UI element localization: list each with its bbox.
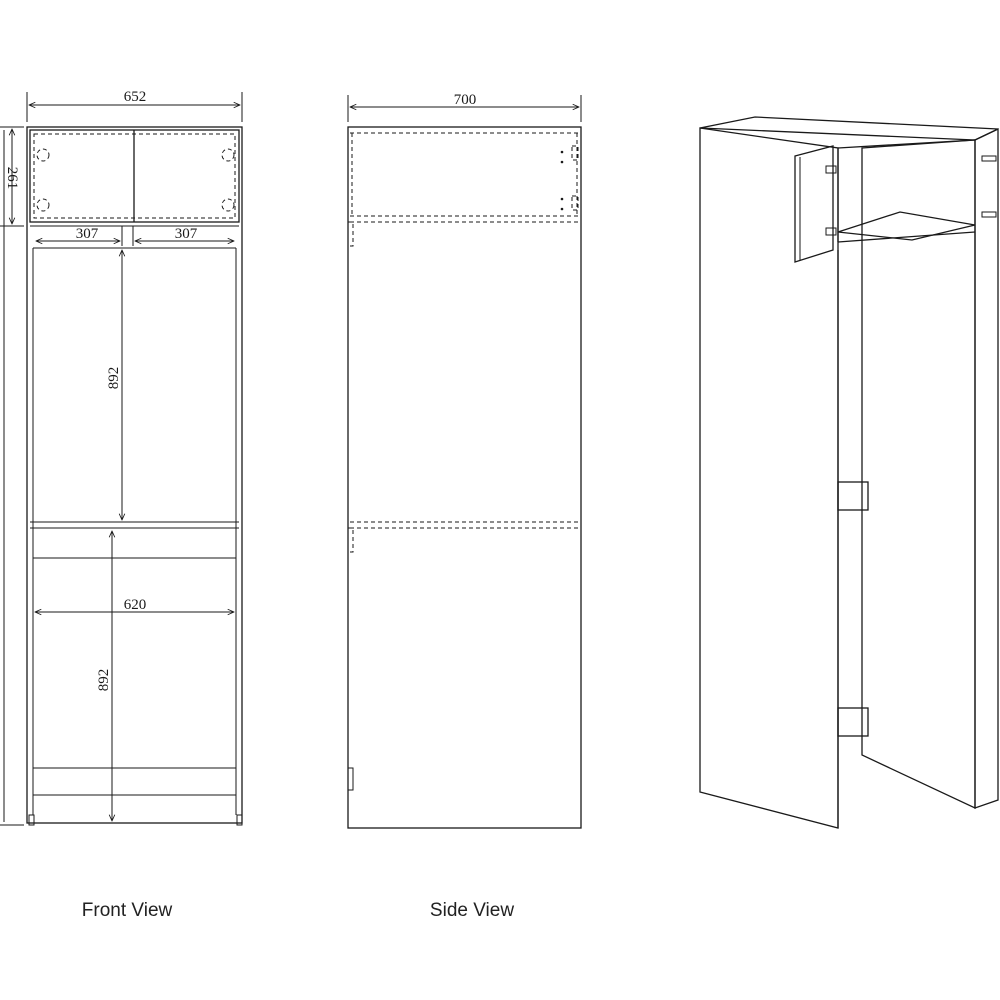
hinge-icon — [825, 227, 837, 236]
hinge-icon — [221, 148, 235, 162]
iso-middle-bracket — [837, 481, 869, 511]
hinge-icon — [981, 211, 997, 218]
side-outline — [347, 126, 582, 829]
isometric-view — [699, 116, 999, 829]
bracket-icon — [347, 527, 354, 553]
hinge-icon — [36, 148, 50, 162]
front-view-caption: Front View — [82, 900, 173, 921]
hinge-icon — [981, 155, 997, 162]
hinge-icon — [36, 198, 50, 212]
dim-right-door-label: 307 — [175, 226, 198, 242]
iso-top-face — [699, 116, 999, 141]
iso-shelf — [837, 211, 976, 241]
dim-inner-width-label: 620 — [124, 597, 147, 613]
hinge-icon — [825, 165, 837, 174]
front-outline — [26, 126, 243, 824]
dim-top-height-label: 261 — [4, 167, 20, 190]
iso-top-front-edge — [837, 139, 976, 149]
iso-left-panel — [699, 127, 839, 829]
hinge-icon — [571, 195, 579, 211]
side-view: 700 Side View — [347, 92, 582, 921]
bracket-icon — [347, 767, 354, 791]
dim-depth-label: 700 — [454, 92, 477, 108]
hinge-dot — [560, 207, 564, 211]
hinge-icon — [571, 145, 579, 161]
dim-lower-height-label: 892 — [96, 669, 112, 692]
hinge-icon — [221, 198, 235, 212]
dim-overall-width-label: 652 — [124, 89, 147, 105]
front-view: 652 261 307 307 892 620 892 Front View — [0, 89, 243, 921]
iso-shelf-edge — [837, 231, 976, 243]
front-leg-left — [28, 814, 35, 826]
iso-bottom-bracket — [837, 707, 869, 737]
hinge-dot — [560, 160, 564, 164]
dim-left-door-label: 307 — [76, 226, 99, 242]
side-view-caption: Side View — [430, 900, 514, 921]
front-leg-right — [236, 814, 243, 826]
iso-back-panel — [861, 139, 976, 810]
hinge-dot — [560, 150, 564, 154]
bracket-icon — [347, 221, 354, 247]
dim-upper-height-label: 892 — [106, 367, 122, 390]
iso-open-door — [794, 145, 834, 263]
iso-right-edge — [974, 127, 999, 809]
hinge-dot — [560, 197, 564, 201]
